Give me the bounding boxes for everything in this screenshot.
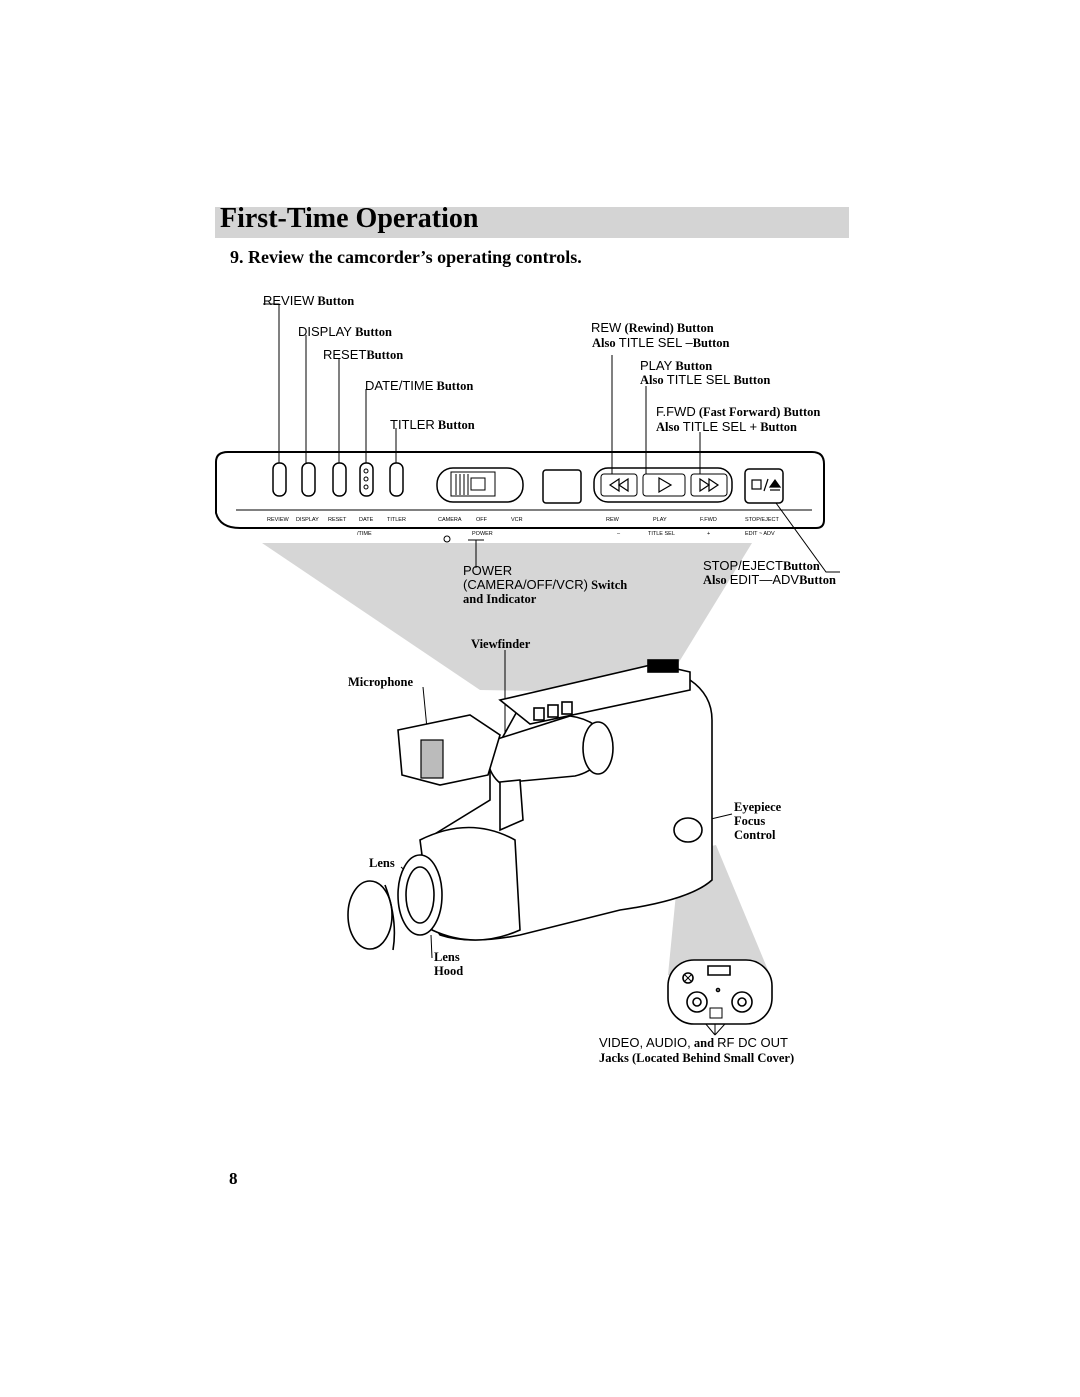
panel-label-date: DATE <box>359 517 374 523</box>
callout-eyepiece-2: Focus <box>734 814 766 828</box>
section-title: First-Time Operation <box>220 203 479 234</box>
titler-button <box>389 462 404 497</box>
panel-label-title-sel: TITLE SEL <box>648 531 675 537</box>
callout-ffwd-1: F.FWD (Fast Forward) Button <box>656 404 821 420</box>
callout-microphone: Microphone <box>348 675 414 689</box>
callout-titler: TITLER Button <box>390 417 475 433</box>
play-icon <box>658 476 673 494</box>
callout-lens-hood-1: Lens <box>434 950 460 964</box>
callout-play-1: PLAY Button <box>640 358 713 374</box>
power-indicator-light <box>443 535 451 543</box>
page-number: 8 <box>229 1169 238 1188</box>
stop-icon <box>751 479 762 490</box>
section-title-bar <box>215 207 849 238</box>
callout-lens: Lens <box>369 856 395 870</box>
callout-reset: RESETButton <box>323 347 404 363</box>
panel-label-vcr: VCR <box>511 517 523 523</box>
panel-label-time: /TIME <box>357 531 372 537</box>
camcorder-body <box>347 659 713 951</box>
panel-label-play: PLAY <box>653 517 667 523</box>
panel-label-reset: RESET <box>328 517 347 523</box>
panel-label-rew: REW <box>606 517 619 523</box>
callout-ffwd-2: Also TITLE SEL + Button <box>656 419 798 435</box>
stop-leader <box>775 502 840 573</box>
callout-date-time: DATE/TIME Button <box>365 378 474 394</box>
callout-power-3: and Indicator <box>463 592 537 606</box>
callout-power-1: POWER <box>463 563 513 578</box>
review-button <box>272 462 287 497</box>
callout-rew-1: REW (Rewind) Button <box>591 320 714 336</box>
callout-stop-2: Also EDIT—ADVButton <box>703 572 836 588</box>
lens-hood-leader <box>430 934 433 959</box>
callout-jacks-1: VIDEO, AUDIO, and RF DC OUT <box>599 1035 788 1051</box>
panel-label-plus: + <box>707 531 711 537</box>
step-heading: 9. Review the camcorder’s operating cont… <box>230 247 582 267</box>
panel-label-titler: TITLER <box>387 517 406 523</box>
panel-label-off: OFF <box>476 517 487 523</box>
callout-jacks-2: Jacks (Located Behind Small Cover) <box>599 1051 795 1065</box>
review-leader <box>263 303 280 463</box>
callout-stop-1: STOP/EJECTButton <box>703 558 820 574</box>
panel-label-edit-adv: EDIT ~ ADV <box>745 531 775 537</box>
callout-display: DISPLAY Button <box>298 324 392 340</box>
reset-button <box>332 462 347 497</box>
callout-eyepiece-3: Control <box>734 828 776 842</box>
indicator-window <box>542 469 582 504</box>
callout-play-2: Also TITLE SEL Button <box>640 372 771 388</box>
panel-label-ffwd: F.FWD <box>700 517 717 523</box>
callout-review: REVIEW Button <box>263 293 355 309</box>
panel-label-display: DISPLAY <box>296 517 319 523</box>
stop-eject-button <box>744 468 784 504</box>
lens-hood <box>347 880 393 950</box>
panel-projection-wedge <box>262 543 752 693</box>
panel-label-stop-eject: STOP/EJECT <box>745 517 779 523</box>
jack-panel <box>667 959 773 1025</box>
panel-label-camera: CAMERA <box>438 517 462 523</box>
eject-icon <box>768 478 782 488</box>
play-button <box>642 473 686 497</box>
display-button <box>301 462 316 497</box>
callout-lens-hood-2: Hood <box>434 964 464 978</box>
callout-eyepiece-1: Eyepiece <box>734 800 782 814</box>
microphone-grille <box>420 739 444 779</box>
control-panel <box>215 451 825 529</box>
fast-forward-icon <box>699 477 711 493</box>
callout-viewfinder: Viewfinder <box>471 637 531 651</box>
panel-label-power: POWER <box>472 531 493 537</box>
callout-rew-2: Also TITLE SEL –Button <box>592 335 730 351</box>
eyepiece-focus-control <box>673 817 703 843</box>
panel-label-review: REVIEW <box>267 517 289 523</box>
callout-power-2: (CAMERA/OFF/VCR) Switch <box>463 577 628 593</box>
rf-dc-out-jack <box>709 1007 723 1019</box>
panel-label-minus: – <box>617 531 621 537</box>
